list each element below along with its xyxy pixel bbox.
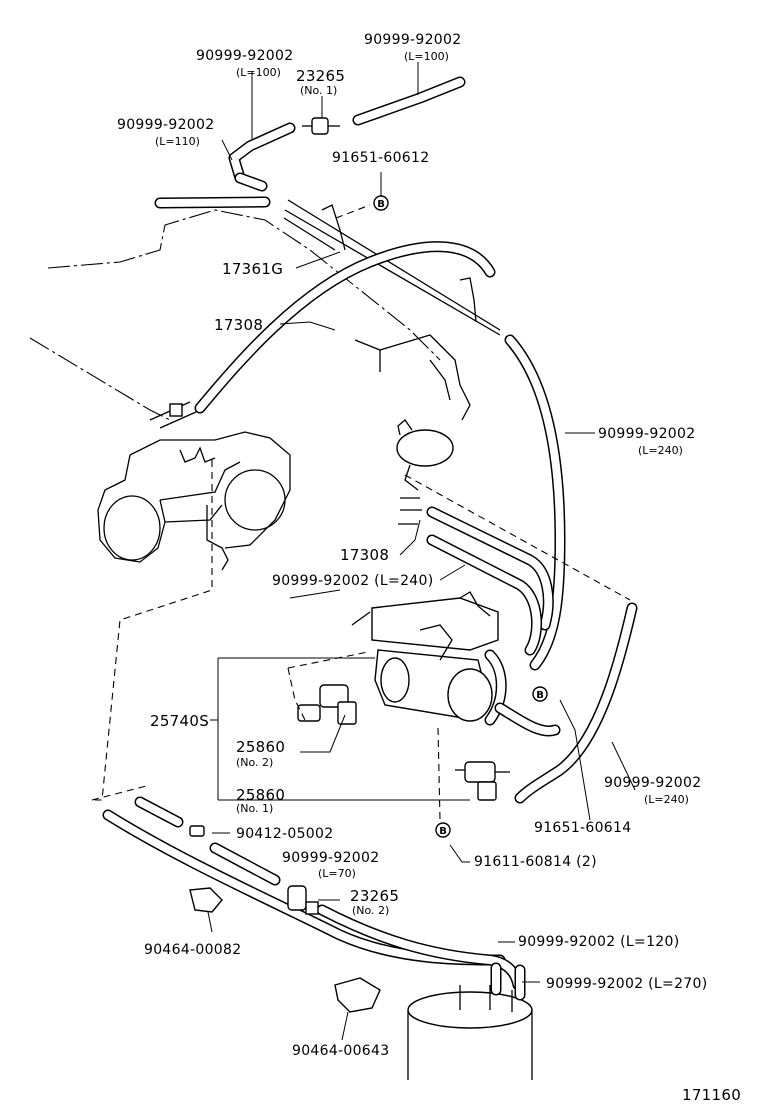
hose-l240-right: [504, 334, 566, 671]
label-hose-l240-lower: 90999-92002: [604, 775, 701, 791]
vsv-assembly-25740s: [351, 591, 507, 726]
charcoal-canister: [407, 962, 533, 1080]
hose-l240-lower: [514, 602, 638, 804]
label-hose-l240-mid: 90999-92002 (L=240): [272, 573, 433, 589]
callout-b-mid: B: [532, 686, 548, 702]
label-bolt-top: 91651-60612: [332, 150, 429, 166]
vsv-no1-part: [455, 761, 510, 801]
label-hose-l240-lower-len: (L=240): [644, 793, 689, 806]
label-hose-l70-len: (L=70): [318, 867, 356, 880]
clamp-90464-00643-part: [334, 977, 381, 1013]
label-vsv-no1-sub: (No. 1): [236, 802, 273, 815]
callout-b-lower: B: [435, 822, 451, 838]
label-hose-l270: 90999-92002 (L=270): [546, 976, 707, 992]
label-vsv-no1-top: 23265: [296, 67, 345, 85]
label-vsv-no2-bottom-sub: (No. 2): [352, 904, 389, 917]
label-bolt-pair: 91611-60814 (2): [474, 854, 597, 870]
label-hose-l100-b: 90999-92002: [364, 32, 461, 48]
callout-b-top: B: [373, 195, 389, 211]
label-hose-l110-len: (L=110): [155, 135, 200, 148]
svg-text:B: B: [377, 199, 385, 210]
hose-l110: [154, 196, 271, 209]
hose-l100-right: [352, 76, 466, 126]
vsv-no2-part: [297, 684, 357, 725]
label-clamp-a: 90464-00082: [144, 942, 241, 958]
svg-text:B: B: [536, 690, 544, 701]
label-clamp-b: 90464-00643: [292, 1043, 389, 1059]
hose-l240-mid: [494, 702, 561, 737]
bracket-17361g: [283, 199, 501, 336]
pipe-17308-upper: [194, 241, 496, 414]
engine-outline: [29, 209, 471, 421]
label-plug: 90412-05002: [236, 826, 333, 842]
hose-short-left: [149, 401, 197, 429]
vsv-no1-top-part: [302, 117, 340, 135]
label-hose-l240-right: 90999-92002: [598, 426, 695, 442]
plug-90412-part: [189, 825, 205, 837]
dashed-leaders: [91, 204, 631, 821]
label-hose-l240-right-len: (L=240): [638, 444, 683, 457]
label-bolt-lower: 91651-60614: [534, 820, 631, 836]
label-vsv-no1-top-sub: (No. 1): [300, 84, 337, 97]
throttle-body: [97, 431, 291, 571]
label-hose-l120: 90999-92002 (L=120): [518, 934, 679, 950]
label-hose-l100-b-len: (L=100): [404, 50, 449, 63]
label-hose-l110: 90999-92002: [117, 117, 214, 133]
svg-text:B: B: [439, 826, 447, 837]
pipe-17308-lower: [426, 506, 554, 656]
hose-l70-short: [134, 796, 184, 828]
figure-number: 171160: [682, 1086, 741, 1104]
label-pipe-lower: 17308: [340, 546, 389, 564]
label-vsv-no2-sub: (No. 2): [236, 756, 273, 769]
hose-l100-left: [228, 122, 296, 192]
hose-lower-parallel: [209, 842, 524, 991]
label-vsv-no2: 25860: [236, 738, 285, 756]
label-assembly: 25740S: [150, 712, 209, 730]
label-vsv-no1: 25860: [236, 786, 285, 804]
vsv-no2-bottom-part: [287, 885, 319, 915]
label-hose-l100-a-len: (L=100): [236, 66, 281, 79]
label-hose-l70: 90999-92002: [282, 850, 379, 866]
label-vsv-no2-bottom: 23265: [350, 887, 399, 905]
clamp-90464-00082-part: [189, 887, 223, 913]
label-bracket: 17361G: [222, 260, 283, 278]
leader-lines: [207, 62, 636, 1041]
label-pipe-upper: 17308: [214, 316, 263, 334]
label-hose-l100-a: 90999-92002: [196, 48, 293, 64]
vacuum-modulator: [396, 419, 454, 525]
